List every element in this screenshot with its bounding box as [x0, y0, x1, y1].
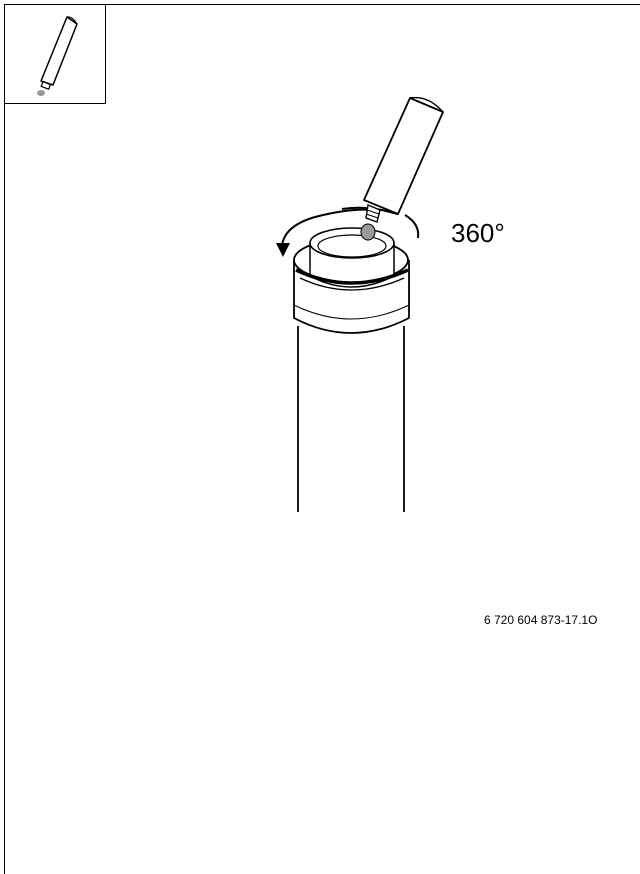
flue-pipe — [293, 227, 410, 512]
rotation-arrow-icon — [276, 206, 420, 257]
lubricant-tube-icon — [37, 16, 78, 96]
rotation-angle-label: 360° — [451, 218, 505, 248]
page-frame — [4, 4, 640, 874]
figure-reference-code: 6 720 604 873-17.1O — [484, 613, 598, 627]
lubricant-tube — [360, 96, 444, 241]
lubricant-inset-box — [4, 4, 106, 104]
